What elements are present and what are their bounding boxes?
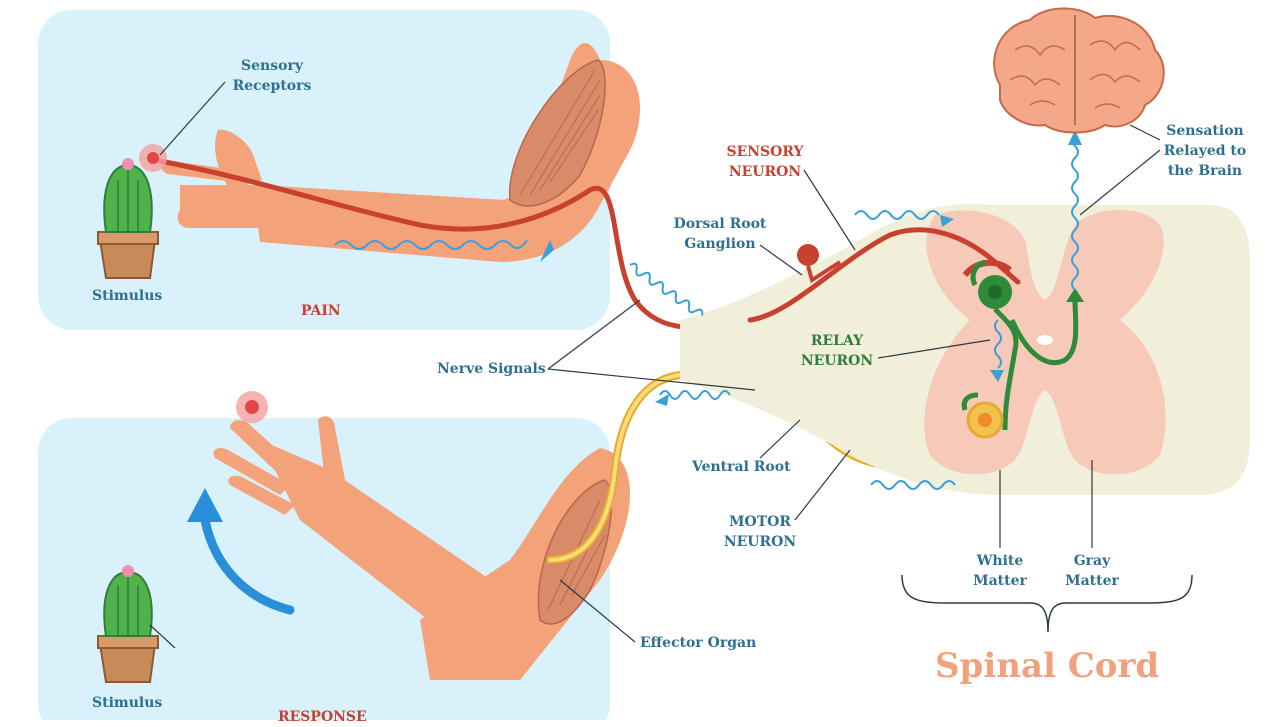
dorsal-root-ganglion-cell bbox=[797, 244, 819, 266]
brain bbox=[993, 7, 1165, 134]
label-motor-neuron: MOTOR NEURON bbox=[723, 514, 797, 550]
label-ventral-root: Ventral Root bbox=[692, 459, 791, 475]
cactus-top bbox=[97, 158, 159, 279]
motor-neuron-body bbox=[961, 392, 1004, 439]
leader-lines bbox=[149, 81, 1161, 649]
label-stimulus-bottom: Stimulus bbox=[92, 695, 163, 711]
signal-wave-brain bbox=[1071, 133, 1079, 291]
label-effector-organ: Effector Organ bbox=[640, 635, 757, 651]
label-stimulus-top: Stimulus bbox=[92, 288, 163, 304]
signal-wave-ventral bbox=[659, 390, 731, 400]
response-arrow bbox=[200, 515, 295, 615]
label-spinal-cord: Spinal Cord bbox=[935, 646, 1160, 686]
label-response: RESPONSE bbox=[278, 709, 367, 725]
label-sensory-receptors: Sensory Receptors bbox=[232, 58, 312, 94]
label-relay-neuron: RELAY NEURON bbox=[800, 333, 874, 369]
sensory-nerve-arm bbox=[152, 157, 753, 330]
bottom-arm bbox=[213, 416, 630, 680]
label-nerve-signals: Nerve Signals bbox=[437, 361, 546, 377]
relay-neuron bbox=[970, 259, 1084, 431]
label-sensation-relayed: Sensation Relayed to the Brain bbox=[1163, 123, 1247, 179]
label-gray-matter: Gray Matter bbox=[1065, 553, 1119, 589]
sensory-neuron-path bbox=[747, 227, 1021, 323]
cactus-bottom bbox=[97, 565, 159, 683]
signal-wave-relay bbox=[994, 319, 1002, 369]
signal-wave-top-cord bbox=[854, 210, 940, 220]
label-pain: PAIN bbox=[301, 303, 341, 319]
label-dorsal-root-ganglion: Dorsal Root Ganglion bbox=[673, 216, 767, 252]
matter-brace bbox=[901, 574, 1193, 633]
signal-wave-motor bbox=[870, 480, 956, 490]
pain-signal-wave bbox=[334, 239, 528, 250]
signal-wave-dorsal bbox=[629, 262, 704, 316]
label-sensory-neuron: SENSORY NEURON bbox=[726, 144, 804, 180]
label-white-matter: White Matter bbox=[973, 553, 1027, 589]
